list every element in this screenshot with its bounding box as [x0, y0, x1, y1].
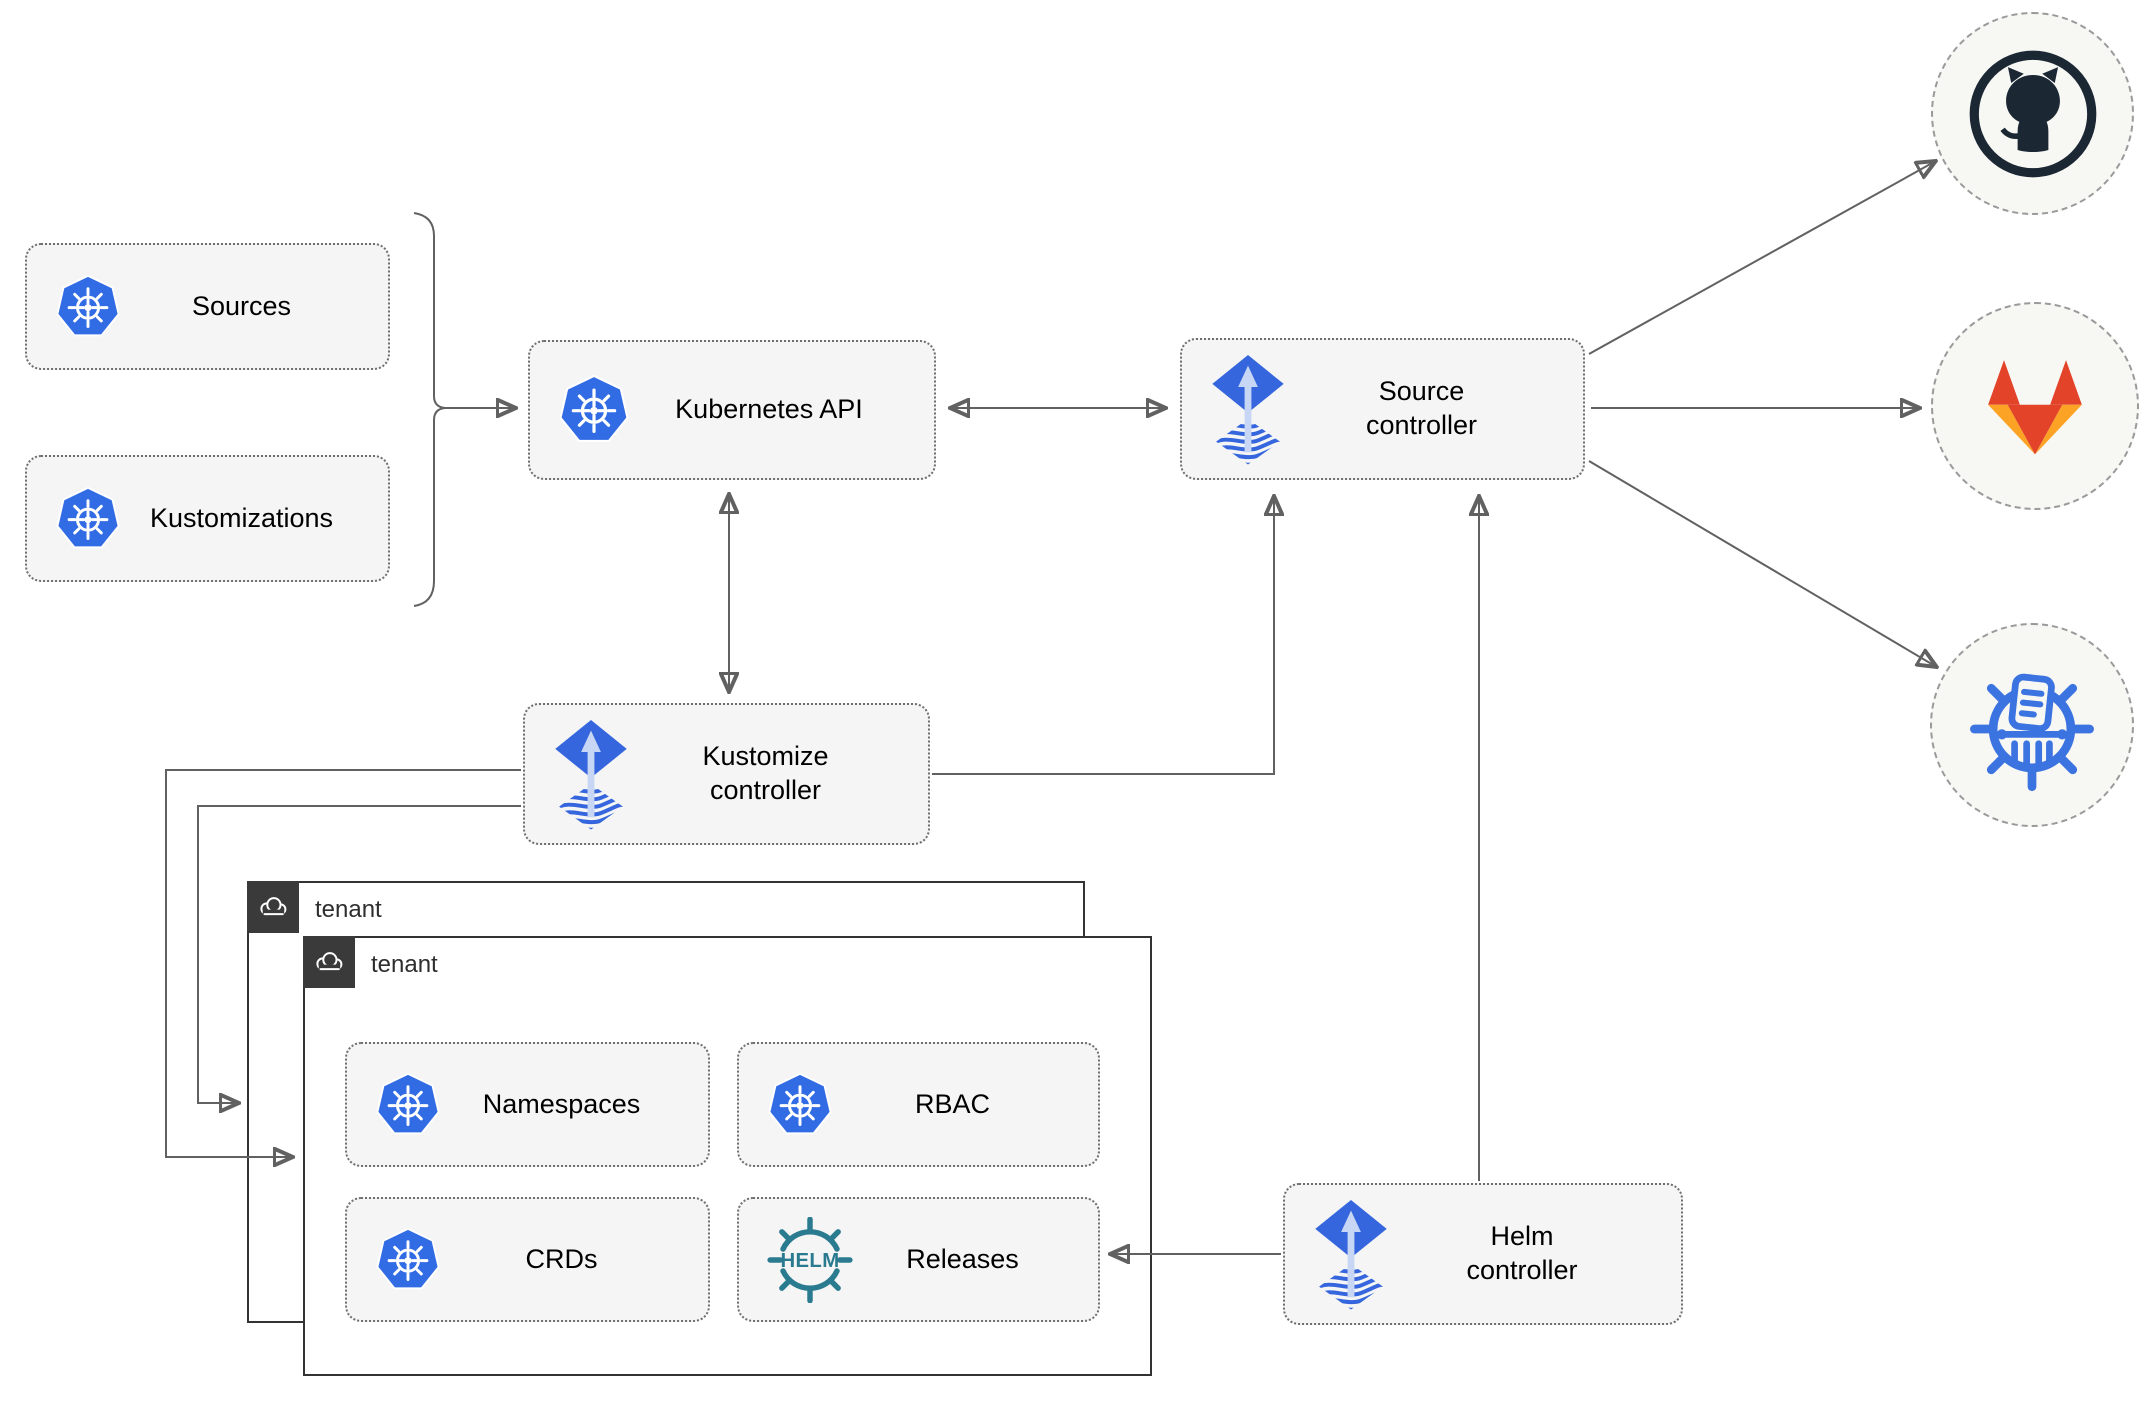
edge-bracket-sources-kustomizations — [413, 212, 446, 607]
rbac-label: RBAC — [914, 1088, 990, 1119]
node-label: RBAC — [833, 1088, 1098, 1122]
kubernetes-icon — [55, 275, 121, 339]
flux-icon — [553, 717, 629, 831]
node-label: CRDs — [441, 1243, 708, 1277]
helm-controller-label: Helm controller — [1466, 1221, 1578, 1285]
kubernetes-icon — [55, 487, 121, 551]
node-source-controller: Source controller — [1180, 338, 1585, 480]
kubernetes-icon — [767, 1073, 833, 1137]
node-label: Namespaces — [441, 1088, 708, 1122]
sources-label: Sources — [191, 290, 292, 321]
flux-icon — [1313, 1197, 1389, 1311]
crds-label: CRDs — [525, 1243, 598, 1274]
node-kubernetes-api: Kubernetes API — [528, 340, 936, 480]
node-label: Sources — [121, 290, 388, 324]
node-rbac: RBAC — [737, 1042, 1100, 1167]
tenant-tab — [246, 880, 299, 933]
kustomizations-label: Kustomizations — [149, 502, 334, 533]
source-controller-label: Source controller — [1365, 376, 1478, 440]
kubernetes-api-label: Kubernetes API — [675, 394, 863, 425]
tenant-label: tenant — [371, 951, 438, 978]
gitlab-icon — [1973, 350, 2097, 462]
node-kustomizations: Kustomizations — [25, 455, 390, 582]
kubernetes-icon — [375, 1073, 441, 1137]
node-label: Kustomizations — [121, 502, 388, 536]
node-crds: CRDs — [345, 1197, 710, 1322]
edge-source-controller-to-github — [1588, 162, 1934, 355]
external-chartmuseum — [1930, 623, 2134, 827]
tenant-label: tenant — [315, 896, 382, 923]
node-label: Helm controller — [1389, 1220, 1681, 1288]
kustomize-controller-label: Kustomize controller — [702, 741, 829, 805]
node-kustomize-controller: Kustomize controller — [523, 703, 930, 845]
cloud-icon — [255, 894, 291, 919]
node-label: Source controller — [1286, 375, 1583, 443]
edge-source-controller-to-chartmuseum — [1588, 460, 1935, 666]
kubernetes-icon — [375, 1228, 441, 1292]
external-gitlab — [1931, 302, 2139, 510]
flux-icon — [1210, 352, 1286, 466]
edge-kustomize-controller-to-source-controller — [932, 498, 1274, 775]
node-label: Releases — [853, 1243, 1098, 1277]
helm-wheel-text: HELM — [780, 1250, 839, 1272]
node-sources: Sources — [25, 243, 390, 370]
kubernetes-icon — [558, 375, 630, 445]
node-label: Kustomize controller — [629, 740, 928, 808]
node-label: Kubernetes API — [630, 393, 934, 427]
chartmuseum-icon — [1965, 658, 2099, 792]
releases-label: Releases — [906, 1243, 1019, 1274]
cloud-icon — [311, 949, 347, 974]
namespaces-label: Namespaces — [482, 1088, 641, 1119]
github-icon — [1967, 48, 2099, 180]
node-releases: HELM Releases — [737, 1197, 1100, 1322]
tenant-tab — [302, 935, 355, 988]
external-github — [1931, 12, 2134, 215]
helm-icon: HELM — [767, 1216, 853, 1303]
node-helm-controller: Helm controller — [1283, 1183, 1683, 1325]
node-namespaces: Namespaces — [345, 1042, 710, 1167]
